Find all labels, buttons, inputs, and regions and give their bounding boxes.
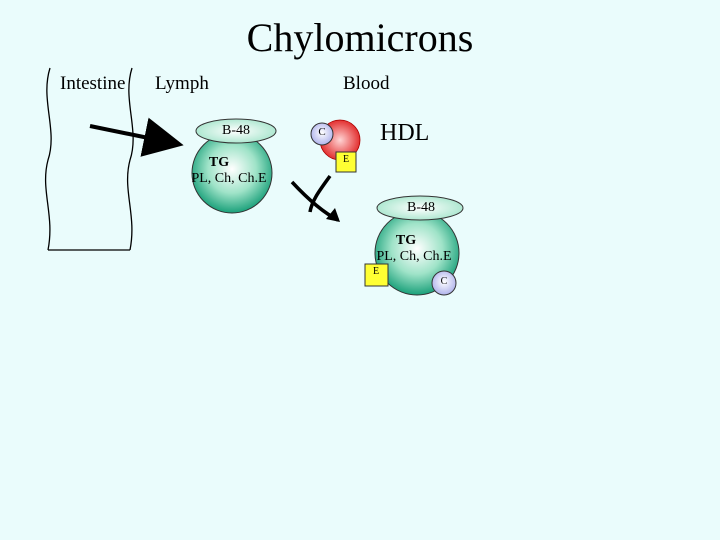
hdl-label: HDL [380, 120, 430, 146]
intestine-wall-left [44, 67, 52, 251]
left-apo-b48-label: B-48 [222, 123, 250, 138]
right-tg-label: TG [395, 233, 417, 248]
region-intestine-label: Intestine [60, 73, 126, 94]
region-lymph-label: Lymph [155, 73, 209, 94]
hdl-apo-e-label: E [342, 154, 350, 165]
apo-b48-right [376, 195, 464, 221]
right-apo-b48-label: B-48 [407, 200, 435, 215]
right-apo-c-label: C [440, 276, 448, 287]
hdl-apo-e [335, 151, 357, 173]
right-lipids-label: PL, Ch, Ch.E [376, 249, 452, 264]
region-blood-label: Blood [343, 73, 390, 94]
diagram-title: Chylomicrons [246, 15, 474, 60]
transfer-arrow-head [326, 208, 340, 222]
chylo-apo-e [364, 263, 389, 287]
apo-b48-left [195, 118, 277, 144]
hdl-apo-c [310, 122, 334, 146]
left-tg-label: TG [208, 155, 230, 170]
left-lipids-label: PL, Ch, Ch.E [191, 171, 267, 186]
chylo-apo-c [431, 270, 457, 296]
right-apo-e-label: E [372, 266, 380, 277]
arrow-intestine-to-lymph [89, 117, 184, 157]
hdl-apo-c-label: C [318, 126, 326, 138]
intestine-wall-right [126, 67, 134, 251]
